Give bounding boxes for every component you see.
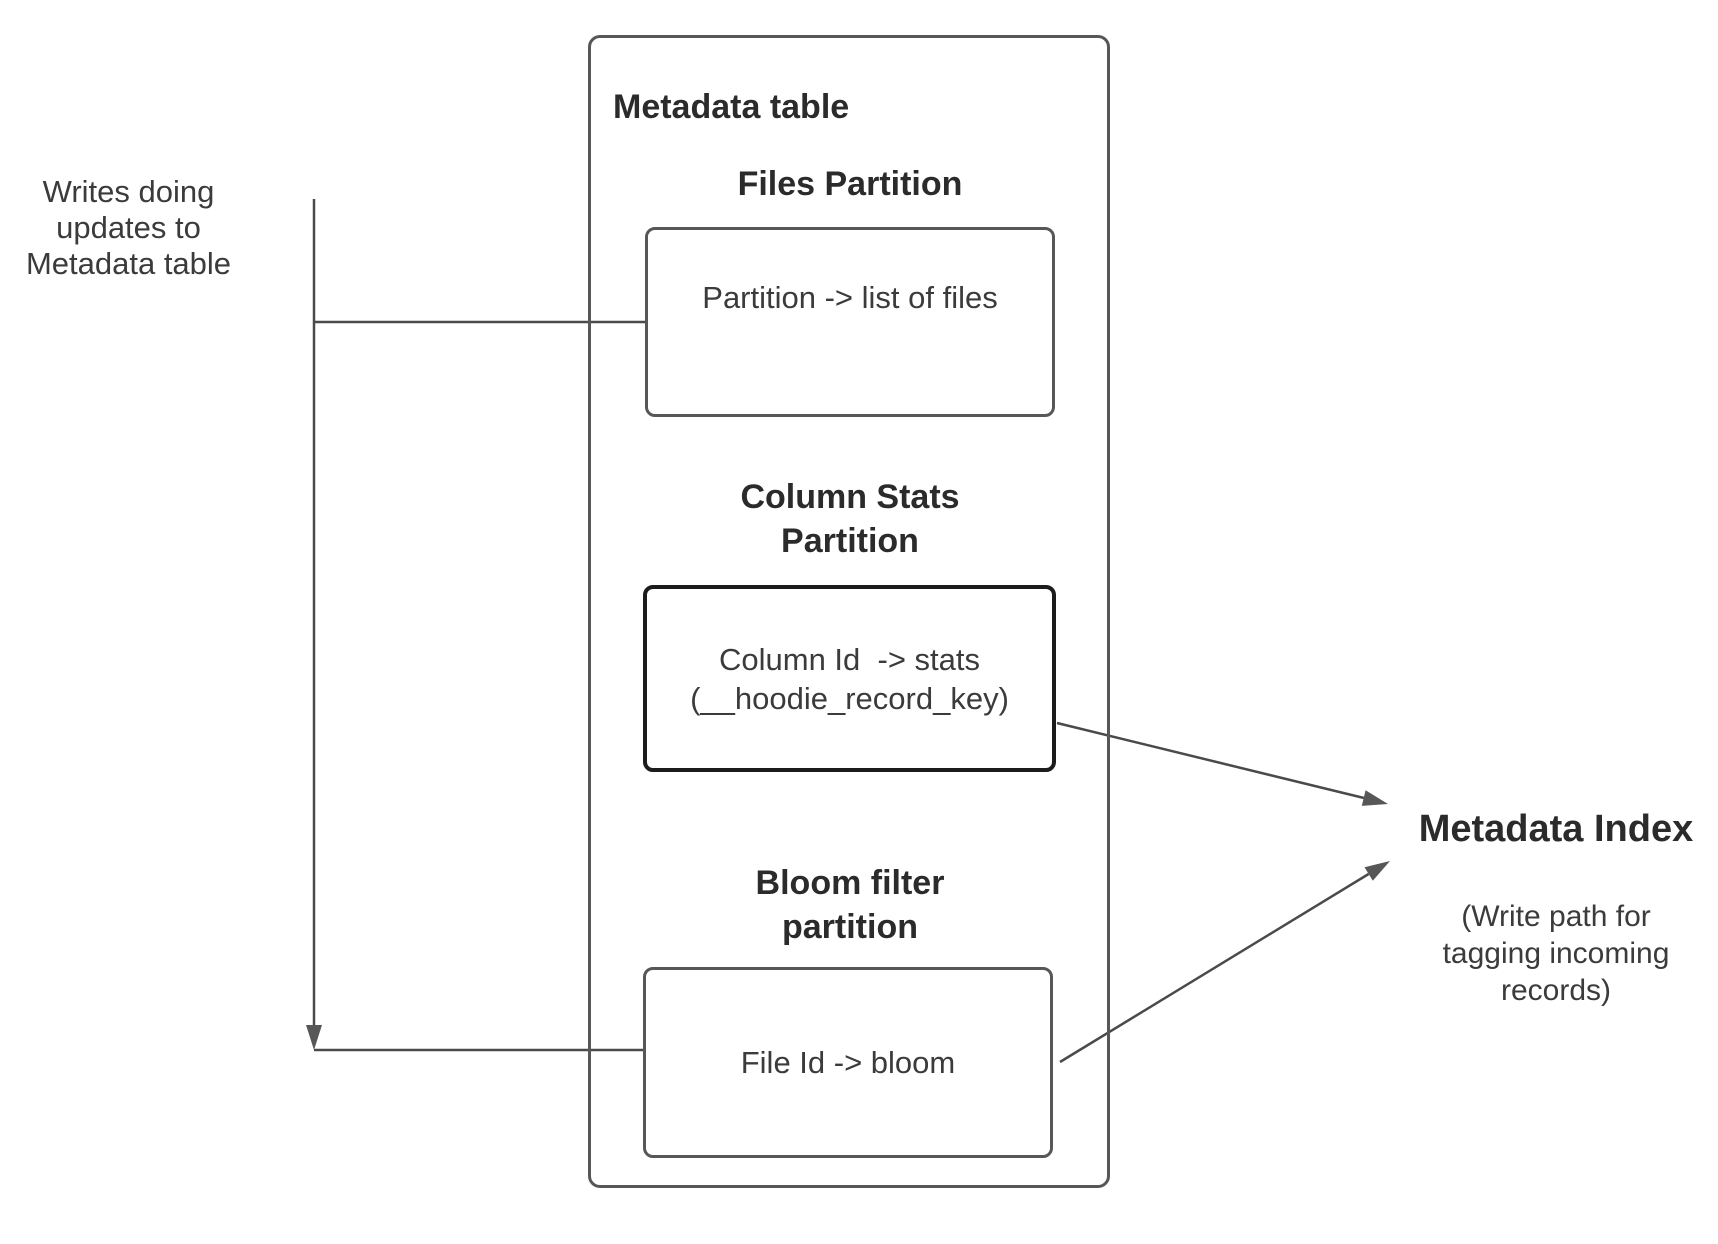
metadata-table-title: Metadata table	[613, 88, 850, 126]
bloom-filter-partition-box: File Id -> bloom	[643, 967, 1053, 1158]
writes-note: Writes doing updates to Metadata table	[25, 174, 232, 281]
column-stats-partition-box: Column Id -> stats (__hoodie_record_key)	[643, 585, 1056, 772]
column-stats-partition-heading: Column Stats Partition	[740, 478, 960, 560]
bloom-filter-partition-heading: Bloom filter partition	[755, 864, 945, 946]
metadata-index-title: Metadata Index	[1418, 808, 1694, 850]
files-partition-heading: Files Partition	[737, 165, 963, 203]
column-stats-partition-text: Column Id -> stats (__hoodie_record_key)	[690, 641, 1009, 716]
bloom-to-index-arrowhead-icon	[1364, 861, 1390, 881]
files-partition-text: Partition -> list of files	[702, 279, 998, 315]
stats-to-index-arrowhead-icon	[1361, 790, 1388, 806]
bloom-filter-partition-text: File Id -> bloom	[740, 1045, 956, 1080]
files-partition-box: Partition -> list of files	[645, 227, 1055, 417]
down-arrowhead-icon	[306, 1025, 322, 1050]
metadata-table-box	[588, 35, 1110, 1188]
metadata-index-subtitle: (Write path for tagging incoming records…	[1442, 900, 1670, 1007]
